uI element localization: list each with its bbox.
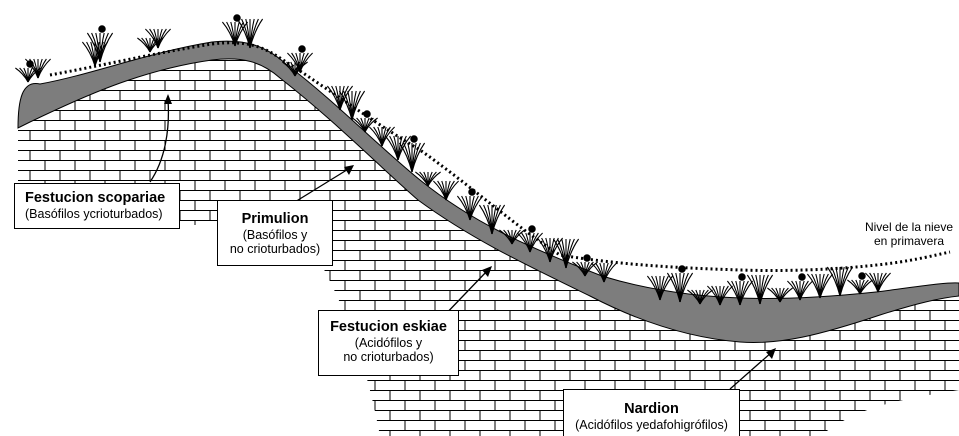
label-title: Nardion xyxy=(564,401,739,418)
snow-level-label-line-1: Nivel de la nieve xyxy=(850,220,959,234)
label-primulion: Primulion (Basófilos y no crioturbados) xyxy=(217,200,333,266)
label-festucion-eskiae: Festucion eskiae (Acidófilos y no criotu… xyxy=(318,310,459,376)
label-subtitle-line-1: (Basófilos y xyxy=(218,228,332,242)
snow-level-label-line-2: en primavera xyxy=(850,234,959,248)
label-festucion-scopariae: Festucion scopariae (Basófilos ycrioturb… xyxy=(14,183,180,229)
label-subtitle: (Basófilos ycrioturbados) xyxy=(25,207,179,221)
grass-tuft-icon xyxy=(787,274,812,300)
label-title: Festucion eskiae xyxy=(319,319,458,336)
bedrock xyxy=(0,47,959,436)
label-subtitle-line-2: no crioturbados) xyxy=(319,350,458,364)
snow-level-label: Nivel de la nieve en primavera xyxy=(850,220,959,249)
grass-tuft-icon xyxy=(807,274,832,298)
label-subtitle: (Acidófilos yedafohigrófilos) xyxy=(564,418,739,432)
label-title: Primulion xyxy=(218,211,332,228)
label-subtitle-line-1: (Acidófilos y xyxy=(319,336,458,350)
label-subtitle-line-2: no crioturbados) xyxy=(218,242,332,256)
label-title: Festucion scopariae xyxy=(25,190,179,207)
label-nardion: Nardion (Acidófilos yedafohigrófilos) xyxy=(563,389,740,436)
grass-tuft-icon xyxy=(145,29,170,48)
